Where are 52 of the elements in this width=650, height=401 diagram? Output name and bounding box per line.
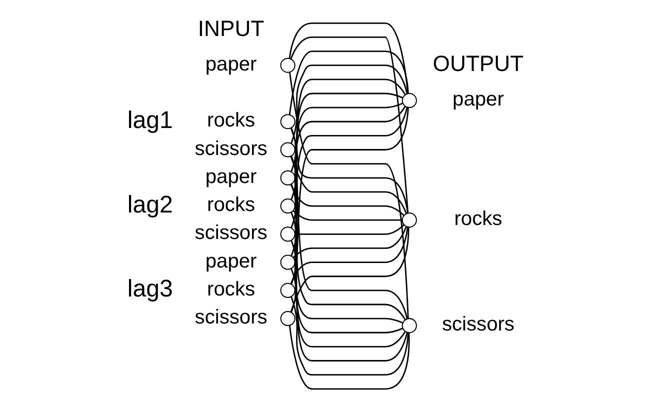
connector [292, 210, 402, 221]
label: INPUT [197, 16, 264, 41]
connector [290, 102, 403, 228]
node-label: scissors [194, 306, 267, 329]
connector [290, 226, 408, 284]
node-circle [280, 142, 295, 158]
node-circle [401, 318, 416, 334]
label: lag3 [126, 276, 172, 303]
connector [288, 50, 408, 115]
connector [290, 184, 404, 216]
node-label: paper [204, 53, 256, 76]
connector [290, 296, 408, 376]
node-circle [280, 170, 295, 186]
connector [290, 268, 408, 362]
connector [290, 156, 406, 320]
node-circle [401, 212, 416, 228]
label: lag1 [126, 106, 172, 134]
connector [288, 22, 408, 94]
label: OUTPUT [432, 50, 524, 76]
node-circle [280, 114, 295, 130]
node-label: paper [204, 250, 256, 272]
connector [290, 106, 406, 256]
node-label: scissors [441, 314, 514, 336]
connector [290, 184, 403, 324]
connector [290, 78, 406, 172]
node-circle [280, 282, 295, 298]
connector [290, 240, 406, 348]
connector [290, 156, 406, 214]
node-label: rocks [206, 110, 255, 132]
connector [288, 325, 410, 390]
node-label: scissors [194, 138, 267, 160]
node-label: paper [204, 166, 256, 188]
node-circle [280, 311, 295, 326]
node-label: rocks [206, 278, 255, 300]
node-label: paper [452, 88, 504, 111]
connector [290, 92, 403, 200]
connector [290, 227, 409, 312]
connector [290, 64, 408, 144]
node-label: rocks [454, 208, 502, 230]
node-label: scissors [194, 222, 267, 244]
connector [288, 72, 408, 319]
connector [290, 212, 403, 334]
node-circle [280, 198, 295, 214]
node-circle [280, 58, 295, 73]
node-circle [280, 226, 295, 242]
node-circle [401, 92, 416, 108]
node-label: rocks [206, 194, 255, 216]
connector [290, 128, 408, 214]
label: lag2 [126, 191, 172, 218]
connector [292, 226, 406, 258]
node-circle [280, 254, 295, 270]
connector [290, 36, 408, 214]
